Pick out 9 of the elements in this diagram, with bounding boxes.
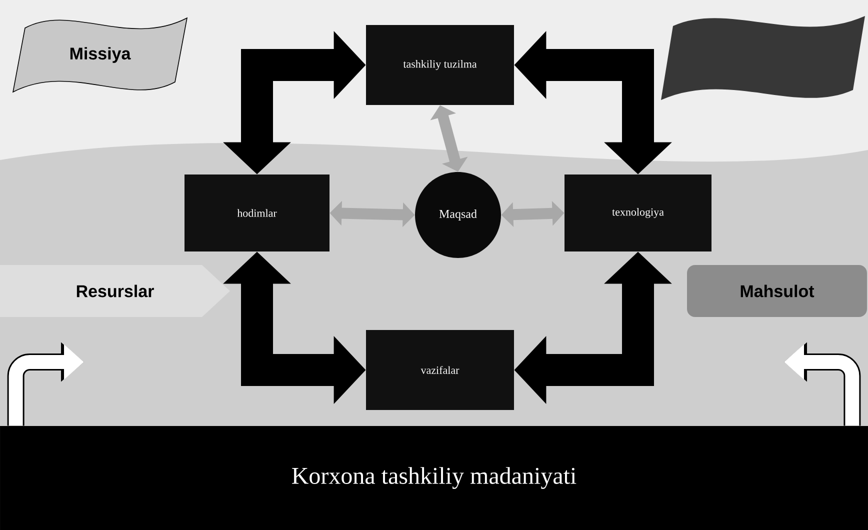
process-box: tashkiliy tuzilma [366, 25, 514, 105]
process-box: hodimlar [184, 174, 330, 252]
footer-band: Korxona tashkiliy madaniyati [0, 426, 868, 530]
flag-banner [661, 16, 865, 100]
arrow-banner: Resurslar [0, 265, 230, 317]
process-box: texnologiya [564, 174, 712, 252]
process-box: vazifalar [366, 330, 514, 410]
label-banner: Mahsulot [687, 265, 867, 317]
flag-banner: Missiya [12, 18, 188, 92]
